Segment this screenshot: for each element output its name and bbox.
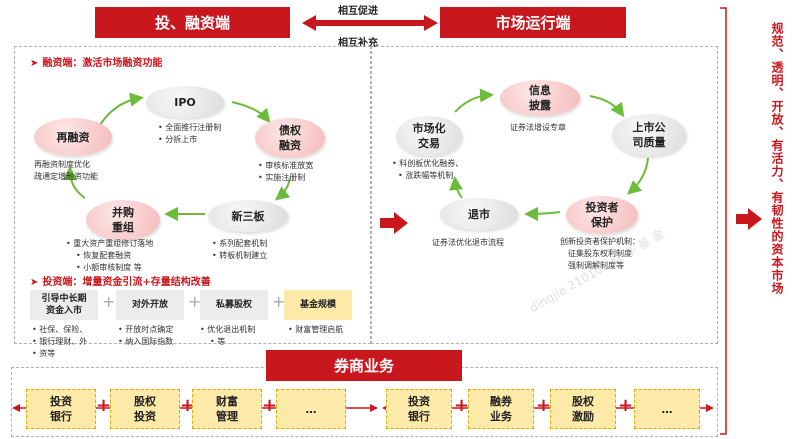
mutual-top-label: 相互促进 [338, 6, 378, 17]
invest-box-opening: 对外开放 [116, 290, 184, 320]
plus-icon: + [188, 292, 202, 311]
node-ma: 并购重组 [86, 200, 160, 240]
plus-icon: + [618, 395, 634, 416]
bond-bullet: 审核标准放宽 [258, 160, 313, 172]
market-cycle-arrows [449, 88, 649, 221]
plus-icon: + [272, 292, 286, 311]
broker-left-investment-bank: 投资银行 [26, 389, 96, 429]
broker-left-equity-investment: 股权投资 [110, 389, 180, 429]
broker-left-more: … [276, 389, 346, 429]
private-equity-bullet: 优化退出机制 [200, 324, 255, 336]
node-bond-financing: 债权融资 [255, 118, 325, 158]
mutual-double-arrow [302, 15, 438, 31]
market-panel [371, 46, 718, 344]
financing-cycle-arrows [63, 92, 291, 221]
mutual-bottom-label: 相互补充 [338, 38, 378, 49]
plus-icon: + [536, 395, 552, 416]
protection-text-line: 创新投资者保护机制： [560, 237, 640, 246]
financing-title: ➤融资端：激活市场融资功能 [30, 58, 163, 69]
ipo-bullet: 全面推行注册制 [158, 122, 221, 134]
node-market-trading: 市场化交易 [396, 116, 462, 156]
ipo-bullets: 全面推行注册制 分拆上市 [158, 122, 221, 146]
bond-bullet: 实施注册制 [258, 172, 313, 184]
protection-text-line: 强制调解制度等 [568, 261, 624, 270]
invest-box-fund-scale: 基金规模 [284, 290, 352, 320]
broker-right-equity-incentive: 股权激励 [550, 389, 616, 429]
node-ipo: IPO [146, 86, 224, 118]
node-investor-protection: 投资者保护 [566, 196, 638, 234]
outcome-bracket [720, 7, 727, 435]
fund-scale-bullets: 财富管理启航 [288, 324, 343, 336]
fund-scale-bullet: 财富管理启航 [288, 324, 343, 336]
node-neeq: 新三板 [208, 200, 288, 232]
flow-arrow-right [380, 212, 408, 234]
refi-text-line: 再融资制度优化 [34, 160, 90, 169]
long-term-bullet: 资等 [32, 348, 87, 360]
plus-icon: + [96, 395, 112, 416]
investing-title: ➤投资端：增量资金引流+存量结构改善 [30, 277, 211, 288]
long-term-bullet: 银行理财、外 [32, 336, 87, 348]
neeq-bullets: 系列配套机制 转板机制建立 [212, 238, 267, 262]
header-left: 投、融资端 [95, 7, 290, 38]
broker-right-more: … [634, 389, 700, 429]
outcome-text: 规范、透明、开放、有活力、有韧性的资本市场 [770, 22, 784, 295]
opening-bullet: 纳入国际指数 [118, 336, 173, 348]
node-delisting: 退市 [440, 198, 518, 230]
ma-bullet: 重大资产重组修订落地 [66, 238, 153, 250]
long-term-bullets: 社保、保险、 银行理财、外 资等 [32, 324, 87, 360]
invest-box-long-term: 引导中长期资金入市 [30, 290, 98, 320]
header-right: 市场运行端 [440, 7, 626, 38]
private-equity-bullets: 优化退出机制 等 [200, 324, 255, 348]
plus-icon: + [102, 292, 116, 311]
node-refinancing: 再融资 [34, 118, 112, 156]
opening-bullets: 开放时点确定 纳入国际指数 [118, 324, 173, 348]
refi-text-line: 疏通定增融资功能 [34, 172, 98, 181]
disclosure-text: 证券法增设专章 [510, 123, 566, 132]
trading-bullet: 涨跌幅等机制 [392, 170, 463, 182]
ipo-bullet: 分拆上市 [158, 134, 221, 146]
plus-icon: + [454, 395, 470, 416]
bond-bullets: 审核标准放宽 实施注册制 [258, 160, 313, 184]
protection-text-line: 征集股东权利制度 [568, 249, 632, 258]
broker-right-securities-lending: 融券业务 [468, 389, 534, 429]
long-term-bullet: 社保、保险、 [32, 324, 87, 336]
broker-right-investment-bank: 投资银行 [386, 389, 452, 429]
plus-icon: + [262, 395, 278, 416]
ma-bullet: 恢复配套融资 [66, 250, 153, 262]
refi-text: 再融资制度优化 疏通定增融资功能 [34, 159, 98, 183]
broker-left-wealth-management: 财富管理 [192, 389, 262, 429]
invest-box-private-equity: 私募股权 [200, 290, 268, 320]
trading-bullets: 科创板优化融券、 涨跌幅等机制 [392, 158, 463, 182]
protection-text: 创新投资者保护机制： 征集股东权利制度 强制调解制度等 [560, 236, 640, 272]
node-disclosure: 信息披露 [500, 80, 580, 116]
ma-bullets: 重大资产重组修订落地 恢复配套融资 小额审核制度 等 [66, 238, 153, 274]
private-equity-bullet: 等 [200, 336, 255, 348]
outcome-arrow [736, 208, 762, 230]
neeq-bullet: 转板机制建立 [212, 250, 267, 262]
delisting-text: 证券法优化退市流程 [432, 238, 504, 247]
financing-panel [14, 46, 371, 344]
header-bottom: 券商业务 [266, 350, 462, 381]
trading-bullet: 科创板优化融券、 [392, 158, 463, 170]
node-company-quality: 上市公司质量 [612, 114, 686, 156]
ma-bullet: 小额审核制度 等 [66, 262, 153, 274]
opening-bullet: 开放时点确定 [118, 324, 173, 336]
neeq-bullet: 系列配套机制 [212, 238, 267, 250]
plus-icon: + [180, 395, 196, 416]
